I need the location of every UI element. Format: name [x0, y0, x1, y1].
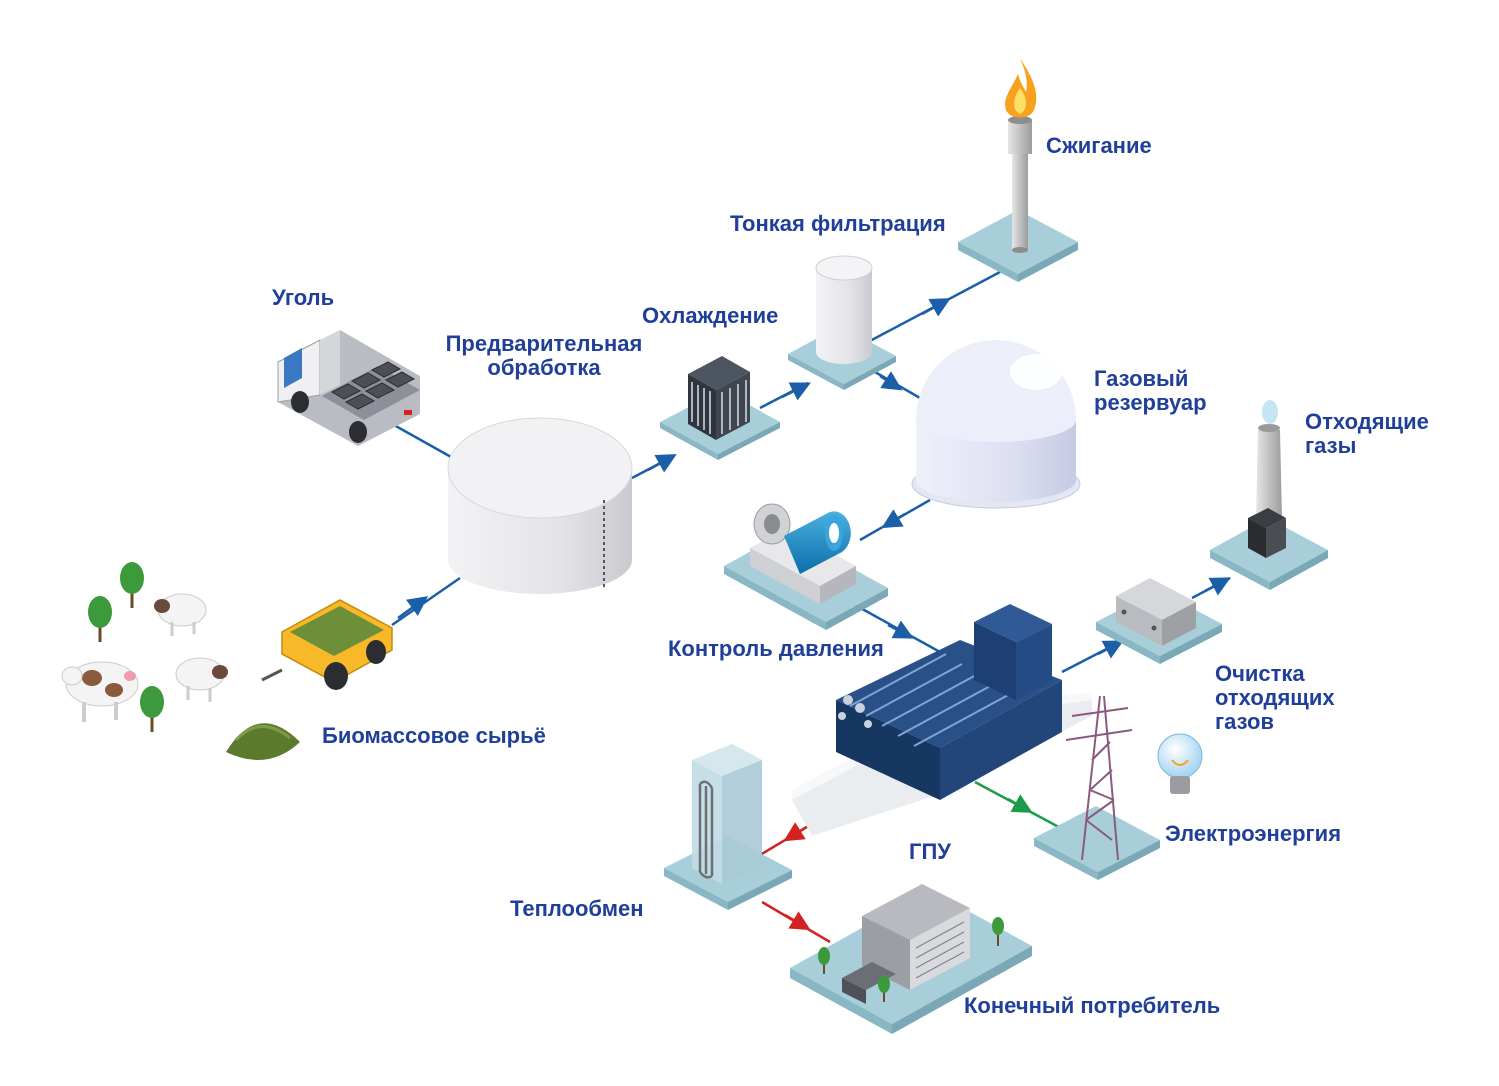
label-exhaust-gases: Отходящие газы	[1305, 410, 1429, 458]
arrow-pretreatment-cooling	[647, 454, 677, 473]
label-exhaust-cleaning-line-3: газов	[1215, 709, 1275, 734]
arrow-biomass	[397, 596, 429, 620]
arrow-tank-pressure	[881, 509, 906, 529]
tree-icon	[992, 917, 1004, 946]
tree-icon	[878, 975, 890, 1002]
label-exhaust-cleaning-line-2: отходящих	[1215, 685, 1335, 710]
cow-icon	[61, 661, 139, 722]
gas-tank-icon	[911, 340, 1081, 509]
label-pretreatment-line-1: Предварительная	[445, 331, 643, 356]
arrow-engine-heat	[783, 822, 809, 842]
flame-icon	[1005, 58, 1037, 118]
label-exhaust-gases-line-2: газы	[1305, 433, 1357, 458]
flare-stack-icon	[958, 58, 1078, 282]
label-pressure-control: Контроль давления	[668, 636, 884, 661]
label-pretreatment: Предварительная обработка	[444, 332, 644, 380]
label-exhaust-cleaning: Очистка отходящих газов	[1215, 662, 1335, 734]
arrow-pressure-engine	[887, 620, 914, 639]
exhaust-cleaning-icon	[1096, 578, 1222, 664]
pretreatment-tank-icon	[447, 417, 633, 594]
farm-animals-icon	[61, 562, 228, 732]
heat-exchanger-icon	[664, 744, 792, 910]
label-pretreatment-line-2: обработка	[487, 355, 601, 380]
tree-icon	[88, 596, 112, 642]
label-gas-tank-line-2: резервуар	[1094, 390, 1207, 415]
label-gpu: ГПУ	[909, 839, 951, 864]
arrow-filter-tank	[879, 371, 903, 391]
label-cooling: Охлаждение	[642, 303, 779, 328]
gas-flow-lines	[384, 270, 1231, 674]
label-gas-tank-line-1: Газовый	[1094, 366, 1189, 391]
label-coal: Уголь	[272, 285, 335, 310]
tree-icon	[120, 562, 144, 608]
exhaust-stack-icon	[1210, 400, 1328, 590]
label-gas-tank: Газовый резервуар	[1094, 367, 1207, 415]
lightbulb-icon	[1157, 733, 1203, 794]
arrow-engine-cleaning	[1097, 640, 1124, 659]
label-electricity: Электроэнергия	[1165, 821, 1342, 846]
biomass-pile-icon	[226, 723, 300, 760]
sheep-icon	[175, 657, 228, 702]
arrow-filter-flare	[921, 298, 951, 317]
power-flow-lines	[974, 780, 1069, 834]
tree-icon	[140, 686, 164, 732]
end-consumer-building-icon	[790, 884, 1032, 1034]
sheep-icon	[154, 593, 207, 636]
fine-filter-icon	[788, 255, 896, 390]
cooling-unit-icon	[660, 356, 780, 460]
arrow-heat-consumer	[784, 911, 811, 931]
label-exhaust-cleaning-line-1: Очистка	[1215, 661, 1305, 686]
pressure-control-icon	[724, 503, 888, 630]
gpu-engine-icon	[792, 604, 1092, 836]
label-biomass: Биомассовое сырьё	[322, 723, 546, 748]
flow-coal-to-pretreatment	[384, 418, 461, 464]
biomass-trailer-icon	[261, 599, 393, 690]
tree-icon	[818, 947, 830, 974]
label-flaring: Сжигание	[1046, 133, 1152, 158]
coal-truck-icon	[277, 330, 420, 446]
label-fine-filtration: Тонкая фильтрация	[730, 211, 946, 236]
label-heat-exchange: Теплообмен	[510, 896, 644, 921]
arrow-cleaning-exhaust	[1204, 577, 1231, 596]
flow-biomass-to-pretreatment	[391, 576, 461, 627]
label-end-consumer: Конечный потребитель	[964, 993, 1221, 1018]
arrow-cooling-filter	[781, 382, 811, 401]
power-grid-icon	[1034, 695, 1160, 880]
label-exhaust-gases-line-1: Отходящие	[1305, 409, 1429, 434]
arrow-engine-grid	[1007, 794, 1033, 813]
